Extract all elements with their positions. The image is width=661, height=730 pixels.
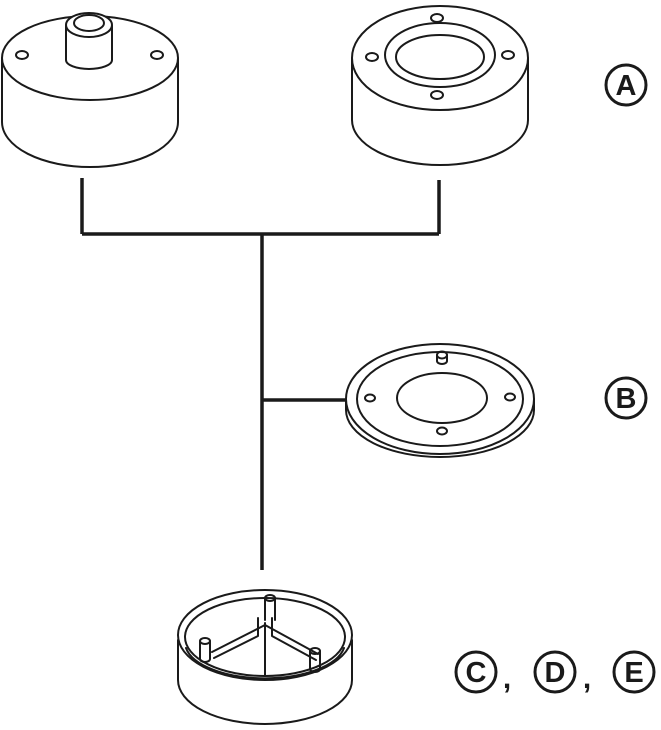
label-e: E	[624, 657, 643, 689]
label-c: C	[466, 657, 487, 689]
part-b-flange-ring	[345, 343, 535, 458]
label-a-badge: A	[604, 63, 648, 107]
label-d-badge: D	[533, 650, 577, 694]
label-separator-2: ,	[583, 662, 591, 695]
label-e-badge: E	[612, 650, 656, 694]
label-c-badge: C	[454, 650, 498, 694]
part-a-ring-cylinder	[351, 5, 529, 166]
part-a-boss-cylinder	[1, 12, 179, 168]
label-d: D	[545, 657, 566, 689]
label-a: A	[616, 70, 637, 102]
connector-lines	[80, 178, 441, 570]
label-separator-1: ,	[503, 662, 511, 695]
label-b: B	[616, 383, 637, 415]
label-b-badge: B	[604, 376, 648, 420]
part-cde-cup	[177, 589, 353, 725]
